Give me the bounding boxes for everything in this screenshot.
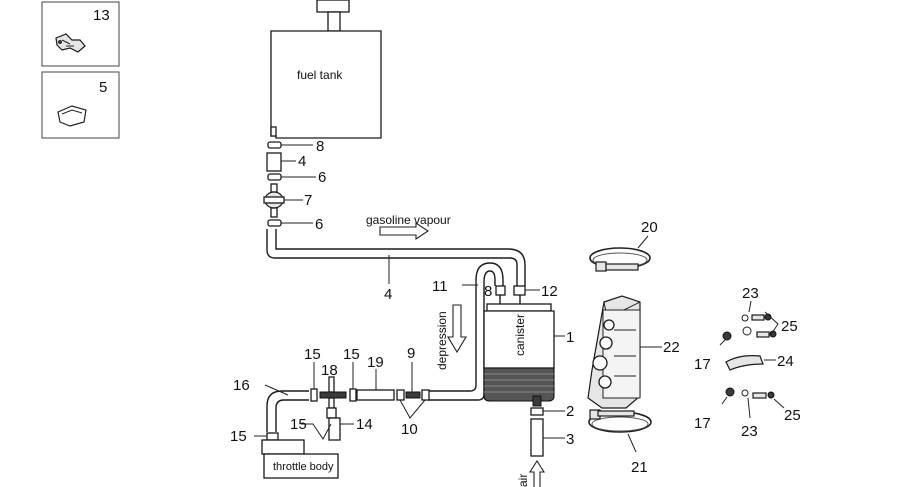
part-number: 1 (566, 329, 574, 346)
part-number: 6 (315, 216, 323, 233)
part-number: 4 (384, 286, 392, 303)
part-number: 12 (541, 283, 558, 300)
air-label: air (516, 474, 530, 487)
tank-outlet-chain (263, 141, 316, 227)
part-number: 8 (484, 283, 492, 300)
throttle-body-label: throttle body (273, 461, 334, 473)
inset-box-13: 13 (41, 1, 120, 67)
part-number: 7 (304, 192, 312, 209)
cap-icon (57, 105, 87, 127)
part-number: 10 (401, 421, 418, 438)
part-number: 6 (318, 169, 326, 186)
throttle-hose-assembly: throttle body (254, 362, 430, 479)
canister-label: canister (513, 314, 527, 356)
part-number: 24 (777, 353, 794, 370)
fuel-tank-label: fuel tank (297, 68, 343, 82)
inset-box-5: 5 (41, 71, 120, 139)
part-number: 9 (407, 345, 415, 362)
gasoline-vapour-label: gasoline vapour (366, 213, 451, 227)
part-number: 21 (631, 459, 648, 476)
part-number: 11 (432, 278, 448, 295)
depression-arrow: depression (435, 304, 467, 370)
part-number: 19 (367, 354, 384, 371)
clip-icon (55, 33, 86, 53)
part-number: 4 (298, 153, 306, 170)
clamp-21 (588, 409, 652, 453)
part-number: 23 (741, 423, 758, 440)
part-number: 23 (742, 285, 759, 302)
valve-7 (263, 183, 285, 218)
part-number: 3 (566, 431, 574, 448)
depression-label: depression (435, 311, 449, 370)
part-number: 2 (566, 403, 574, 420)
part-number: 15 (343, 346, 360, 363)
part-number: 14 (356, 416, 373, 433)
inset-number-5: 5 (99, 79, 107, 96)
vapour-hose-4 (266, 229, 526, 286)
part-number: 25 (781, 318, 798, 335)
part-number: 25 (784, 407, 801, 424)
part-number: 20 (641, 219, 658, 236)
part-number: 17 (694, 356, 711, 373)
part-number: 18 (321, 362, 338, 379)
clamp-20 (589, 235, 651, 272)
part-number: 15 (304, 346, 321, 363)
part-numbers: 8 4 6 7 6 4 11 8 12 1 20 22 23 25 17 24 … (230, 138, 801, 476)
part-number: 15 (290, 416, 307, 433)
part-number: 17 (694, 415, 711, 432)
part-number: 22 (663, 339, 680, 356)
intake-sleeve-22 (587, 295, 662, 409)
canister: canister (483, 285, 555, 457)
part-number: 16 (233, 377, 250, 394)
gasoline-vapour-arrow: gasoline vapour (366, 213, 451, 241)
part-number: 8 (316, 138, 324, 155)
inset-number-13: 13 (93, 7, 110, 24)
depression-hose-11 (428, 262, 504, 401)
fuel-tank: fuel tank (270, 0, 382, 139)
fasteners-23-25 (719, 300, 785, 419)
air-arrow: air (516, 459, 546, 487)
part-number: 15 (230, 428, 247, 445)
